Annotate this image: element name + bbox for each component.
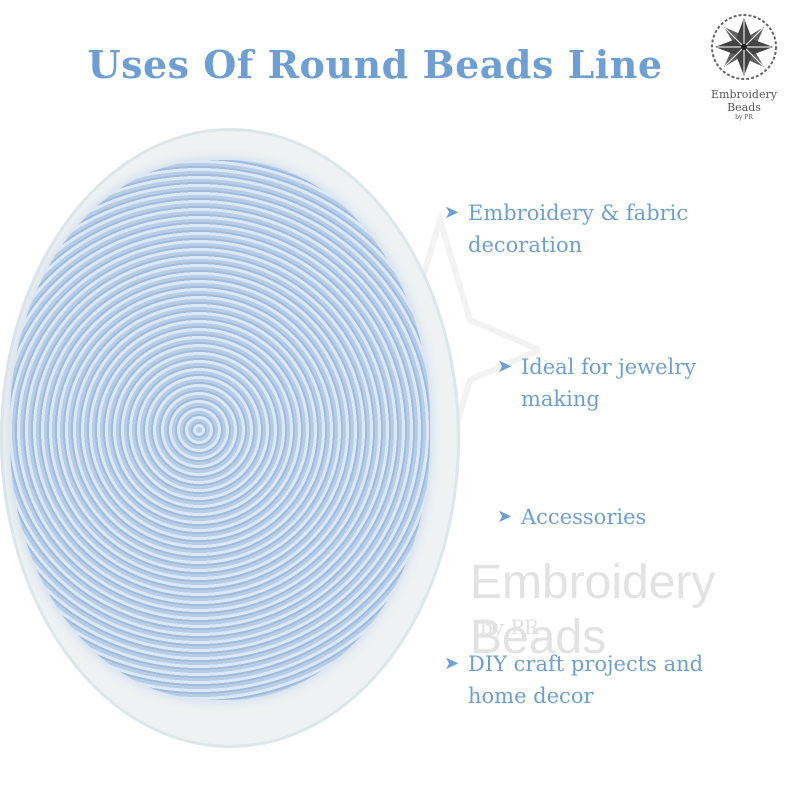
bullet-line: decoration (468, 233, 583, 257)
logo-name: Embroidery Beads (711, 88, 777, 114)
watermark-subtext: by PR (480, 615, 539, 639)
bullet-accessories: ➤ Accessories (497, 501, 647, 533)
page-title: Uses Of Round Beads Line (87, 42, 663, 87)
bullet-line: DIY craft projects and (468, 652, 704, 676)
arrow-icon: ➤ (444, 653, 460, 674)
logo-sub: by PR (735, 114, 753, 121)
bullet-jewelry: ➤ Ideal for jewelry making (497, 351, 697, 415)
bullet-embroidery: ➤ Embroidery & fabric decoration (444, 197, 689, 261)
watermark-text: Embroidery Beads (470, 556, 716, 664)
bullet-line: home decor (468, 684, 594, 708)
arrow-icon: ➤ (497, 506, 513, 527)
bullet-line: Embroidery & fabric (468, 201, 689, 225)
star-logo-icon (711, 14, 777, 80)
bullet-line: Accessories (521, 505, 647, 529)
arrow-icon: ➤ (444, 202, 460, 223)
brand-logo: Embroidery Beads by PR (694, 12, 794, 121)
bullet-diy: ➤ DIY craft projects and home decor (444, 648, 704, 712)
arrow-icon: ➤ (497, 356, 513, 377)
bullet-line: making (521, 387, 600, 411)
round-beads-image (10, 160, 430, 700)
bullet-line: Ideal for jewelry (521, 355, 697, 379)
